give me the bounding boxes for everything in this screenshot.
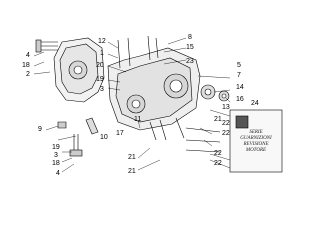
crankcase-drawing <box>33 35 283 173</box>
callout-4: 4 <box>26 52 30 59</box>
callout-19: 19 <box>96 76 104 83</box>
callout-21: 21 <box>214 116 222 123</box>
oil-pipe-10 <box>85 117 99 135</box>
plate-line-3: REVISIONE <box>243 142 269 147</box>
exploded-parts-diagram: 4 18 2 12 1 20 19 3 8 15 23 5 7 14 16 13… <box>22 34 283 177</box>
callout-3: 3 <box>54 152 58 159</box>
callout-24: 24 <box>251 100 259 107</box>
callout-22: 22 <box>222 120 230 127</box>
callout-22: 22 <box>214 160 222 167</box>
bolt-left <box>40 41 58 51</box>
callout-5: 5 <box>237 62 241 69</box>
callout-9: 9 <box>38 126 42 133</box>
callout-18: 18 <box>52 160 60 167</box>
callout-16: 16 <box>236 96 244 103</box>
callout-22: 22 <box>214 150 222 157</box>
callout-17: 17 <box>116 130 124 137</box>
callout-22: 22 <box>222 130 230 137</box>
gasket-plate-caption: SERIE GUARNIZIONI REVISIONE MOTORE <box>232 130 280 154</box>
plate-line-1: SERIE <box>249 130 263 135</box>
callout-21: 21 <box>128 168 136 175</box>
callout-4: 4 <box>56 170 60 177</box>
plate-line-4: MOTORE <box>245 148 267 153</box>
callout-15: 15 <box>186 44 194 51</box>
callout-2: 2 <box>26 71 30 78</box>
callout-12: 12 <box>98 38 106 45</box>
callout-1: 1 <box>100 50 104 57</box>
callout-3: 3 <box>100 86 104 93</box>
callout-20: 20 <box>96 62 104 69</box>
callout-8: 8 <box>188 34 192 41</box>
callout-10: 10 <box>100 134 108 141</box>
callout-11: 11 <box>134 116 142 123</box>
callout-21: 21 <box>128 154 136 161</box>
plate-line-2: GUARNIZIONI <box>240 136 272 141</box>
callout-14: 14 <box>236 84 244 91</box>
callout-18: 18 <box>22 62 30 69</box>
callout-23: 23 <box>186 58 194 65</box>
dowel-9 <box>57 121 67 129</box>
callout-13: 13 <box>222 104 230 111</box>
callout-7: 7 <box>237 72 241 79</box>
stud-set-lower <box>73 134 79 150</box>
callout-19: 19 <box>52 144 60 151</box>
